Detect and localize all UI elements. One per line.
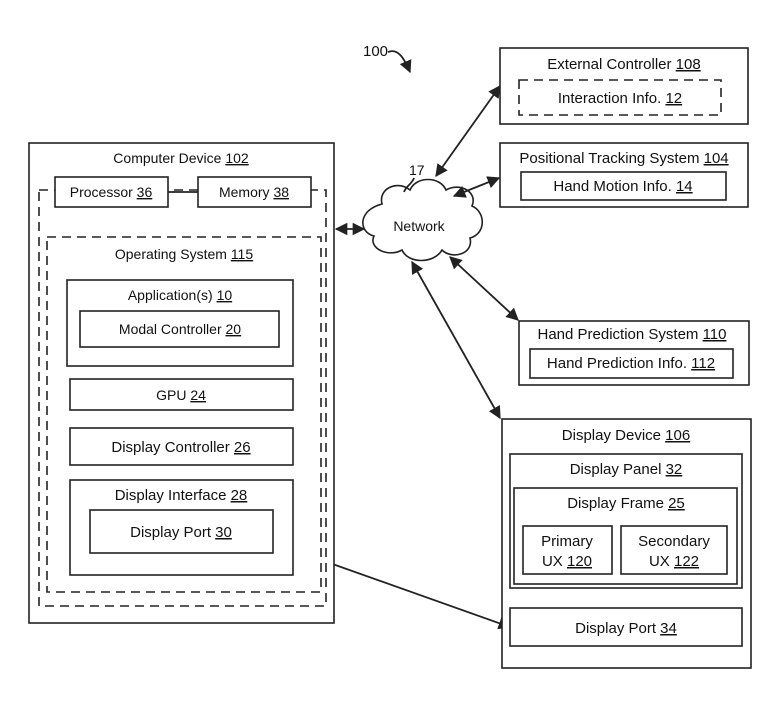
applications-label: Application(s) 10 bbox=[128, 287, 233, 303]
processor-label: Processor 36 bbox=[70, 184, 153, 200]
memory-boundary-dashed bbox=[38, 189, 327, 607]
modal-controller-box bbox=[79, 310, 280, 348]
hand-prediction-system: Hand Prediction System 110 Hand Predicti… bbox=[518, 320, 750, 386]
operating-system-dashed bbox=[46, 236, 322, 593]
network-tracking-arrow bbox=[452, 176, 501, 198]
computer-device: Computer Device 102 Processor 36 Memory … bbox=[28, 142, 335, 624]
display-controller-label: Display Controller 26 bbox=[111, 439, 250, 456]
hand-prediction-info-label: Hand Prediction Info. 112 bbox=[547, 355, 715, 372]
display-interface-label: Display Interface 28 bbox=[115, 487, 248, 504]
display-device-title: Display Device 106 bbox=[562, 427, 690, 444]
display-port-34-label: Display Port 34 bbox=[575, 620, 677, 637]
hand-motion-info-label: Hand Motion Info. 14 bbox=[553, 178, 692, 195]
primary-ux-label-line1: Primary bbox=[541, 533, 593, 550]
external-controller-box bbox=[499, 47, 749, 125]
figure-ref-label: 100 bbox=[363, 43, 388, 60]
hand-motion-info-box bbox=[520, 171, 727, 201]
figure-ref: 100 bbox=[363, 43, 412, 74]
network-ref: 17 bbox=[409, 162, 425, 178]
primary-ux-box bbox=[522, 525, 613, 575]
network-hand-prediction-arrow bbox=[449, 256, 519, 321]
display-device: Display Device 106 Display Panel 32 Disp… bbox=[501, 418, 752, 669]
display-frame-label: Display Frame 25 bbox=[567, 495, 685, 512]
primary-ux-label-line2: UX 120 bbox=[542, 553, 592, 570]
display-port-30-label: Display Port 30 bbox=[130, 524, 232, 541]
computer-device-title: Computer Device 102 bbox=[113, 150, 249, 166]
memory-box bbox=[197, 176, 312, 208]
network-cloud-shape bbox=[362, 178, 484, 262]
positional-tracking-system: Positional Tracking System 104 Hand Moti… bbox=[499, 142, 749, 208]
network-cloud: Network 17 bbox=[362, 162, 484, 262]
network-external-controller-arrow bbox=[435, 84, 501, 178]
interaction-info-dashed bbox=[518, 79, 722, 116]
hand-prediction-title: Hand Prediction System 110 bbox=[538, 326, 727, 343]
network-ref-leader bbox=[403, 177, 415, 193]
external-controller: External Controller 108 Interaction Info… bbox=[499, 47, 749, 125]
modal-controller-label: Modal Controller 20 bbox=[119, 321, 241, 337]
display-port-30-box bbox=[89, 509, 274, 554]
secondary-ux-box bbox=[620, 525, 728, 575]
gpu-box bbox=[69, 378, 294, 411]
network-display-device-arrow bbox=[411, 260, 501, 420]
processor-box bbox=[54, 176, 169, 208]
network-label: Network bbox=[393, 218, 445, 234]
gpu-label: GPU 24 bbox=[156, 387, 206, 403]
external-controller-title: External Controller 108 bbox=[547, 56, 700, 73]
hand-prediction-info-box bbox=[529, 348, 734, 379]
display-panel-label: Display Panel 32 bbox=[570, 461, 683, 478]
secondary-ux-label-line2: UX 122 bbox=[649, 553, 699, 570]
operating-system-label: Operating System 115 bbox=[115, 246, 253, 262]
display-port-34-box bbox=[509, 607, 743, 647]
memory-label: Memory 38 bbox=[219, 184, 289, 200]
secondary-ux-label-line1: Secondary bbox=[638, 533, 710, 550]
positional-tracking-title: Positional Tracking System 104 bbox=[519, 150, 728, 167]
interaction-info-label: Interaction Info. 12 bbox=[558, 90, 682, 107]
figure-ref-arrow bbox=[387, 50, 412, 74]
display-controller-box bbox=[69, 427, 294, 466]
